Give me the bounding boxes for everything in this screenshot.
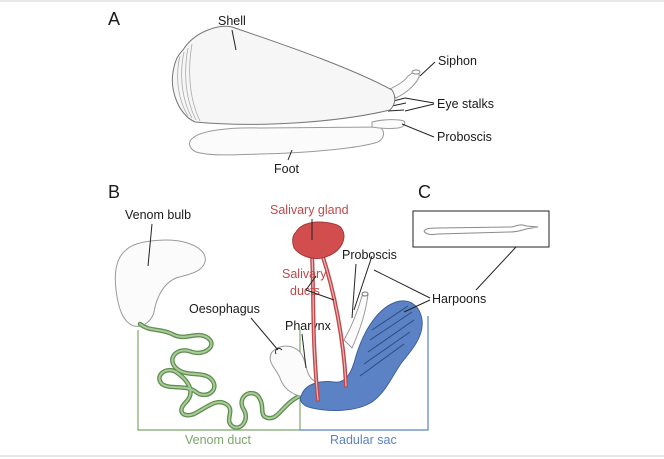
salivary-gland	[292, 221, 345, 259]
leader-venom-bulb	[147, 223, 153, 267]
label-foot: Foot	[274, 162, 300, 176]
radular-sac-bracket	[300, 316, 429, 431]
label-oesophagus: Oesophagus	[189, 302, 260, 316]
label-venom-bulb: Venom bulb	[125, 208, 191, 222]
leader-proboscis-b	[351, 263, 357, 319]
venom-duct-inner	[139, 323, 323, 429]
panel-c-letter: C	[418, 182, 431, 202]
leader-eye-stalk-2	[404, 103, 435, 112]
leader-harpoons-sac	[403, 299, 431, 313]
leader-ducts-1	[305, 275, 317, 291]
label-harpoons: Harpoons	[432, 292, 486, 306]
leader-ducts-2	[305, 289, 335, 301]
salivary-duct-right-inner	[321, 253, 347, 387]
proboscis-b-opening	[361, 291, 369, 297]
leader-harpoons-proboscis	[373, 269, 431, 299]
leader-foot	[287, 149, 293, 161]
snail-foot	[189, 126, 384, 156]
snail-shell	[171, 25, 396, 125]
label-proboscis-a: Proboscis	[437, 130, 492, 144]
harpoon	[423, 224, 539, 236]
proboscis-b-stalk	[353, 255, 373, 311]
panel-b-letter: B	[108, 182, 120, 202]
label-pharynx: Pharynx	[285, 319, 332, 333]
leader-shell	[231, 29, 237, 51]
leader-eye-stalk-1	[404, 97, 435, 104]
snail-proboscis	[371, 119, 406, 129]
leader-oesophagus	[250, 317, 279, 351]
radular-sac	[299, 300, 423, 411]
salivary-duct-left-inner	[311, 253, 319, 401]
label-venom-duct: Venom duct	[185, 433, 252, 447]
radular-sac-lines	[359, 305, 415, 377]
snail-eye-stalk-2	[387, 109, 405, 112]
snail-shell-spire	[177, 43, 201, 122]
snail-siphon-opening	[411, 69, 421, 75]
label-radular-sac: Radular sac	[330, 433, 397, 447]
leader-harpoons-panel-c	[475, 246, 517, 291]
label-salivary-gland: Salivary gland	[270, 203, 349, 217]
leader-siphon	[419, 61, 436, 77]
label-eye-stalks: Eye stalks	[437, 97, 494, 111]
label-siphon: Siphon	[438, 54, 477, 68]
leader-pharynx	[301, 333, 307, 369]
label-ducts: ducts	[290, 284, 320, 298]
snail-drawing	[171, 25, 421, 156]
label-proboscis-b: Proboscis	[342, 248, 397, 262]
venom-bulb	[114, 239, 206, 327]
leader-proboscis-a	[401, 123, 435, 138]
label-salivary: Salivary	[282, 267, 327, 281]
panel-a-letter: A	[108, 9, 120, 29]
label-shell: Shell	[218, 14, 246, 28]
